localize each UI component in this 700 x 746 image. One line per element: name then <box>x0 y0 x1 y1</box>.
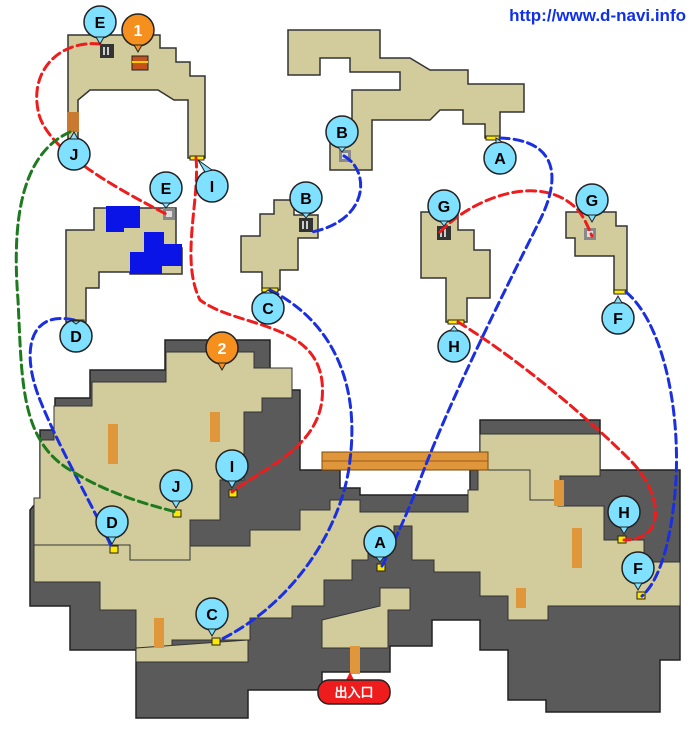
svg-text:D: D <box>70 329 82 346</box>
site-url[interactable]: http://www.d-navi.info <box>509 6 686 25</box>
warp-pad-a[interactable] <box>376 563 386 572</box>
marker-e[interactable]: E <box>83 5 117 46</box>
ladder <box>554 480 564 506</box>
main-cave <box>29 339 681 719</box>
marker-b[interactable]: B <box>325 115 359 153</box>
ladder <box>210 412 220 442</box>
path-e <box>35 42 168 216</box>
path-g <box>438 189 594 238</box>
path-i <box>189 156 324 494</box>
marker-i[interactable]: I <box>215 449 249 490</box>
path-c <box>218 288 354 642</box>
svg-text:F: F <box>613 311 623 328</box>
warp-pad-h-upper[interactable] <box>447 319 465 325</box>
room-mid-bc <box>240 199 319 291</box>
treasure-chest-icon[interactable] <box>131 55 149 71</box>
marker-a[interactable]: A <box>363 525 397 563</box>
marker-h[interactable]: H <box>607 495 641 536</box>
svg-text:E: E <box>95 15 106 32</box>
svg-text:2: 2 <box>218 341 227 358</box>
marker-g[interactable]: G <box>575 183 609 224</box>
room-mid-gh <box>420 211 491 323</box>
svg-text:J: J <box>70 147 79 164</box>
marker-a[interactable]: A <box>483 137 517 175</box>
svg-text:J: J <box>172 479 181 496</box>
marker-d[interactable]: D <box>95 505 129 546</box>
path-d <box>28 317 114 550</box>
svg-text:B: B <box>336 125 348 142</box>
room-mid-gf <box>565 211 628 293</box>
ladder <box>154 618 164 648</box>
warp-pad-c[interactable] <box>211 637 221 646</box>
marker-f[interactable]: F <box>601 294 635 335</box>
svg-text:I: I <box>210 179 214 196</box>
svg-text:A: A <box>494 151 506 168</box>
warp-pad-d[interactable] <box>109 545 119 554</box>
marker-b[interactable]: B <box>289 181 323 219</box>
room-top-left <box>67 34 206 159</box>
stairs-icon[interactable] <box>163 208 175 220</box>
svg-text:1: 1 <box>134 23 143 40</box>
path-f <box>624 290 678 598</box>
warp-pad-j[interactable] <box>172 509 182 518</box>
marker-j[interactable]: J <box>57 130 91 171</box>
svg-text:D: D <box>106 515 118 532</box>
water-pool <box>130 232 182 274</box>
marker-j[interactable]: J <box>159 469 193 510</box>
svg-text:C: C <box>262 301 274 318</box>
svg-text:F: F <box>633 561 643 578</box>
room-mid-left <box>65 206 183 323</box>
marker-h[interactable]: H <box>437 325 471 363</box>
marker-c[interactable]: C <box>195 597 229 638</box>
svg-text:H: H <box>618 505 630 522</box>
svg-text:A: A <box>374 535 386 552</box>
ladder <box>108 424 118 464</box>
water-pool <box>106 206 140 232</box>
marker-e[interactable]: E <box>149 171 183 209</box>
svg-text:E: E <box>161 181 172 198</box>
svg-text:C: C <box>206 607 218 624</box>
path-h <box>456 320 657 542</box>
marker-g[interactable]: G <box>427 189 461 227</box>
exit-label[interactable]: 出入口 <box>317 672 391 705</box>
marker-i[interactable]: I <box>195 159 229 203</box>
marker-f[interactable]: F <box>621 551 655 592</box>
path-b <box>310 154 363 234</box>
ladder <box>350 646 360 674</box>
svg-text:出入口: 出入口 <box>334 685 373 701</box>
door <box>67 112 79 132</box>
stairs-icon[interactable] <box>299 218 313 232</box>
path-j <box>14 130 178 514</box>
ladder <box>572 528 582 568</box>
marker-1[interactable]: 1 <box>121 13 155 54</box>
svg-text:B: B <box>300 191 312 208</box>
svg-text:H: H <box>448 339 460 356</box>
path-a <box>380 136 554 568</box>
svg-text:G: G <box>586 193 598 210</box>
ladder <box>516 588 526 608</box>
svg-text:I: I <box>230 459 234 476</box>
marker-c[interactable]: C <box>251 289 285 325</box>
svg-text:G: G <box>438 199 450 216</box>
marker-d[interactable]: D <box>59 319 93 353</box>
stairs-icon[interactable] <box>100 44 114 58</box>
marker-2[interactable]: 2 <box>205 331 239 372</box>
warp-pad-f-upper[interactable] <box>613 289 627 295</box>
